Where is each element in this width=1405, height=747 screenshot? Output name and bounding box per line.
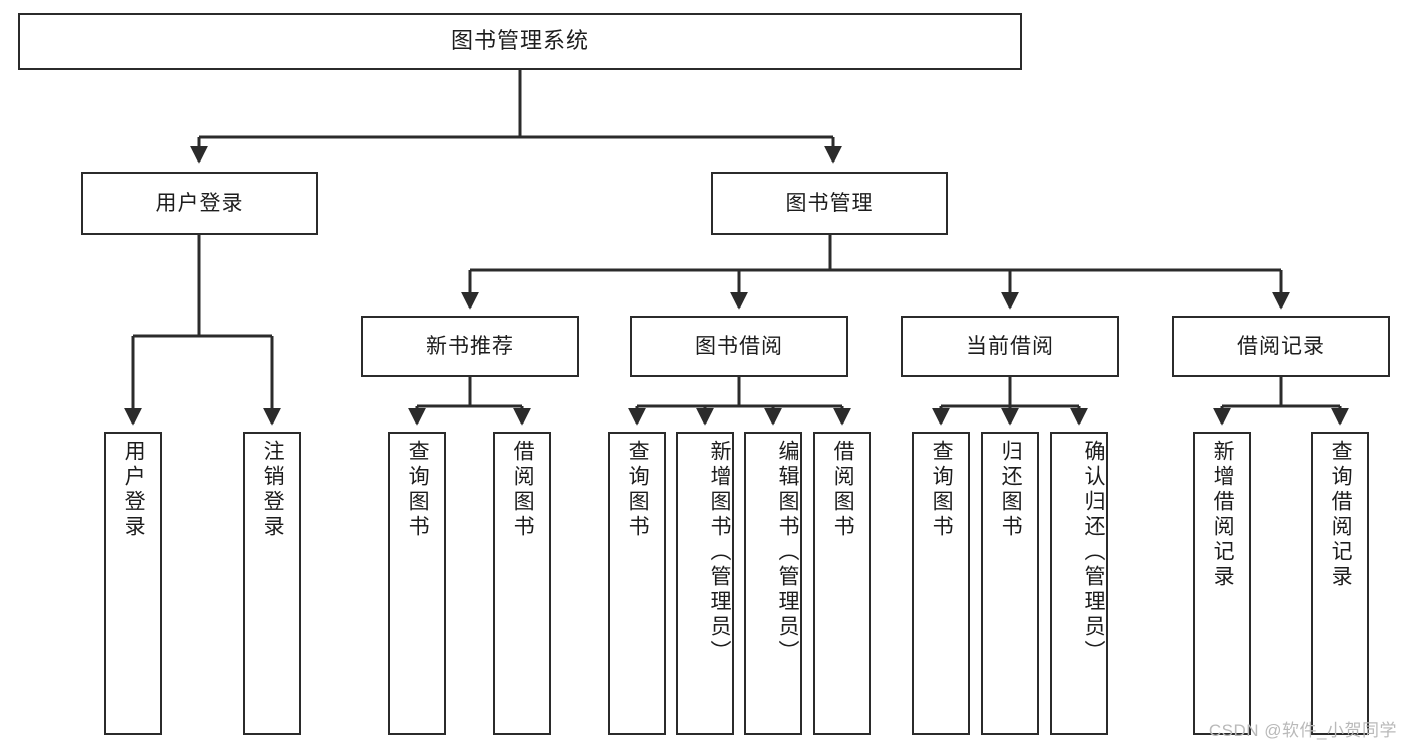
node-label: 图书管理: [785, 191, 874, 215]
leaf-book-borrow-query[interactable]: 查询图书: [608, 432, 666, 735]
watermark-text: CSDN @软件_小贺同学: [1208, 721, 1397, 740]
node-label: 查询借阅记录: [1329, 440, 1353, 590]
node-label: 新增借阅记录: [1211, 440, 1235, 590]
node-label: 借阅图书: [831, 440, 855, 540]
leaf-new-book-query[interactable]: 查询图书: [388, 432, 446, 735]
node-label: 用户登录: [122, 440, 146, 540]
node-label: 注销登录: [261, 440, 285, 540]
leaf-current-borrow-return[interactable]: 归还图书: [981, 432, 1039, 735]
node-label: 用户登录: [155, 191, 244, 215]
leaf-borrow-record-add[interactable]: 新增借阅记录: [1193, 432, 1251, 735]
leaf-current-borrow-query[interactable]: 查询图书: [912, 432, 970, 735]
node-book-borrow[interactable]: 图书借阅: [630, 316, 848, 377]
node-user-login[interactable]: 用户登录: [81, 172, 318, 235]
leaf-user-login-login[interactable]: 用户登录: [104, 432, 162, 735]
node-label: 查询图书: [626, 440, 650, 540]
node-label: 当前借阅: [966, 334, 1054, 358]
node-label: 新增图书（管理员）: [708, 440, 731, 665]
node-current-borrow[interactable]: 当前借阅: [901, 316, 1119, 377]
node-new-book-recommend[interactable]: 新书推荐: [361, 316, 579, 377]
leaf-book-borrow-borrow[interactable]: 借阅图书: [813, 432, 871, 735]
node-label: 编辑图书（管理员）: [776, 440, 799, 665]
leaf-new-book-borrow[interactable]: 借阅图书: [493, 432, 551, 735]
node-label: 查询图书: [930, 440, 954, 540]
node-label: 图书管理系统: [450, 28, 589, 54]
node-label: 确认归还（管理员）: [1082, 440, 1105, 665]
node-book-management[interactable]: 图书管理: [711, 172, 948, 235]
leaf-user-login-logout[interactable]: 注销登录: [243, 432, 301, 735]
leaf-book-borrow-edit[interactable]: 编辑图书（管理员）: [744, 432, 802, 735]
leaf-book-borrow-add[interactable]: 新增图书（管理员）: [676, 432, 734, 735]
node-label: 查询图书: [406, 440, 430, 540]
node-label: 图书借阅: [695, 334, 783, 358]
node-label: 借阅图书: [511, 440, 535, 540]
node-root-system[interactable]: 图书管理系统: [18, 13, 1022, 70]
leaf-current-borrow-confirm[interactable]: 确认归还（管理员）: [1050, 432, 1108, 735]
node-label: 归还图书: [999, 440, 1023, 540]
node-borrow-record[interactable]: 借阅记录: [1172, 316, 1390, 377]
node-label: 借阅记录: [1237, 334, 1325, 358]
node-label: 新书推荐: [426, 334, 514, 358]
leaf-borrow-record-query[interactable]: 查询借阅记录: [1311, 432, 1369, 735]
